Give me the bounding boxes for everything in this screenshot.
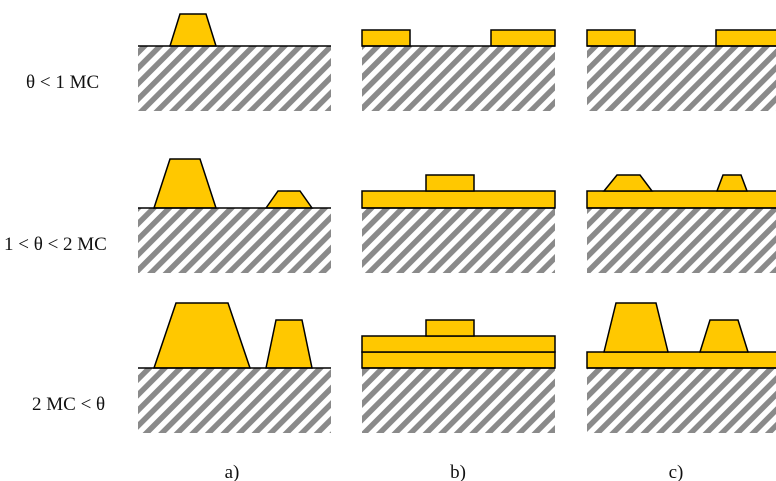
layer-patch-c1-left xyxy=(586,29,636,47)
island-a2-small xyxy=(264,190,314,209)
island-c2-left xyxy=(602,174,654,192)
first-layer-b3 xyxy=(361,351,556,369)
substrate-b1 xyxy=(362,46,555,111)
island-a3-large xyxy=(152,302,252,369)
layer-patch-c1-right xyxy=(715,29,776,47)
row-label-one-to-two-monolayers: 1 < θ < 2 MC xyxy=(4,234,107,255)
layer-patch-b1-left xyxy=(361,29,411,47)
substrate-a2 xyxy=(138,208,331,273)
substrate-a1 xyxy=(138,46,331,111)
row-label-above-two-monolayers: 2 MC < θ xyxy=(32,394,105,415)
island-c3-large xyxy=(603,302,669,353)
wetting-layer-c3 xyxy=(586,351,776,369)
substrate-c2 xyxy=(587,208,776,273)
substrate-b3 xyxy=(362,368,555,433)
substrates xyxy=(138,46,776,433)
substrate-b2 xyxy=(362,208,555,273)
island-a2-large xyxy=(152,158,218,209)
column-label-c: c) xyxy=(669,462,684,481)
column-label-b: b) xyxy=(450,462,466,481)
second-layer-patch-b2 xyxy=(425,174,475,192)
island-a3-small xyxy=(265,319,313,369)
island-a1 xyxy=(168,13,218,47)
island-c3-small xyxy=(698,319,750,353)
column-label-a: a) xyxy=(225,462,240,481)
layer-patch-b1-right xyxy=(490,29,556,47)
second-layer-b3 xyxy=(361,335,556,353)
substrate-c3 xyxy=(587,368,776,433)
wetting-layer-b2 xyxy=(361,190,556,209)
row-label-submonolayer: θ < 1 MC xyxy=(26,72,99,93)
island-c2-right xyxy=(715,174,749,192)
wetting-layer-c2 xyxy=(586,190,776,209)
third-layer-patch-b3 xyxy=(425,319,475,337)
substrate-c1 xyxy=(587,46,776,111)
substrate-a3 xyxy=(138,368,331,433)
surface-lines xyxy=(138,45,776,369)
